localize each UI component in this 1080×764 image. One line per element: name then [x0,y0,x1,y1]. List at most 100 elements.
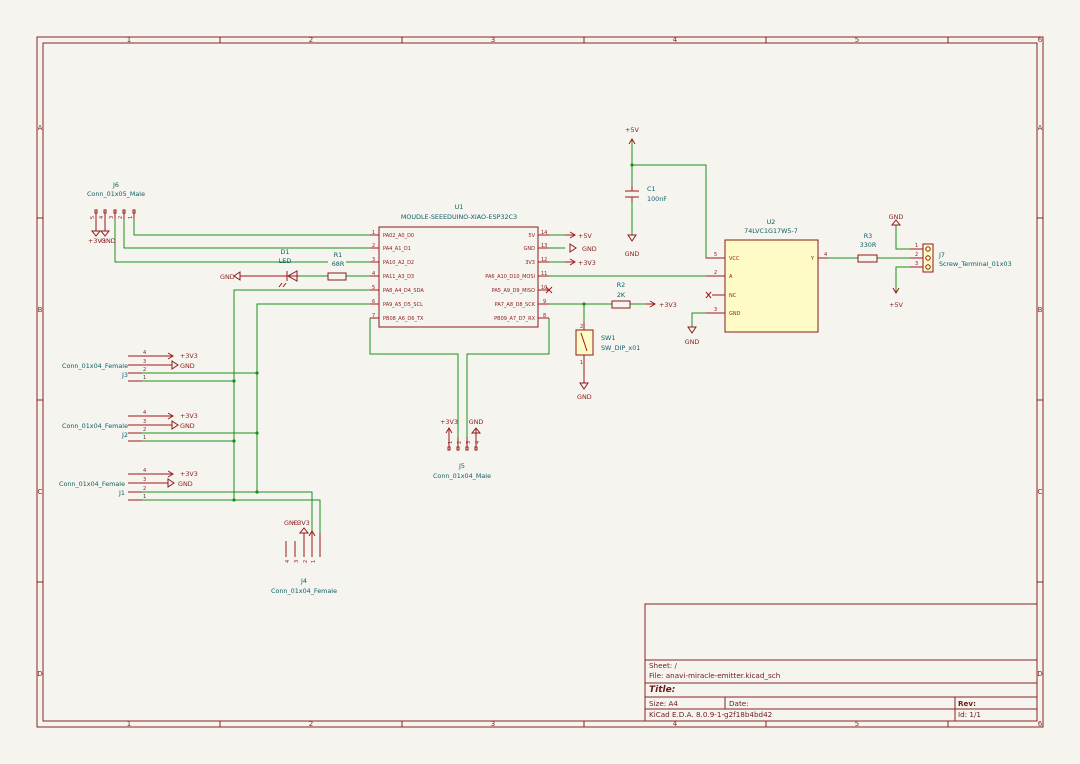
j3-pin-num: 3 [143,359,146,365]
row-label-left: C [38,488,43,496]
sw1-pin-num: 2 [580,324,583,330]
power-label: +3V3 [180,352,198,360]
u1-pin-num: 11 [541,271,547,277]
j6-pin-num: 5 [90,216,96,219]
power-label: GND [685,338,700,346]
u1-pin-num: 10 [541,285,547,291]
power-arrow-icon [167,412,174,420]
power-label: +3V3 [659,301,677,309]
j3-value: Conn_01x04_Female [62,362,128,370]
j2-pin-num: 4 [143,410,146,416]
row-label-right: D [1037,670,1042,678]
j7-pin-num: 3 [915,261,918,267]
u1-pin-num: 7 [372,313,375,319]
u1-value: MOUDLE-SEEEDUINO-XIAO-ESP32C3 [401,213,517,221]
u1-pin-name: PB09_A7_D7_RX [494,316,535,322]
u2-pin-name: A [729,274,733,280]
j6-value: Conn_01x05_Male [87,190,145,198]
power-label: +3V3 [180,470,198,478]
c1-value: 100nF [647,195,667,203]
u1-pin-name: PA7_A8_D8_SCK [495,302,536,308]
u2-value: 74LVC1G17W5-7 [744,227,798,235]
gnd-icon [90,229,102,237]
j6-connector-1x05-male[interactable]: 5 4 3 2 1 J6 Conn_01x05_Male [87,181,145,229]
u1-pin-name: PA02_A0_D0 [383,233,414,239]
r3-resistor[interactable]: R3 330R [857,232,878,263]
size-label: Size: A4 [649,699,678,708]
col-label-top: 1 [127,36,131,44]
power-label: +3V3 [180,412,198,420]
u2-pin-num: 4 [824,252,827,258]
u2-pin-name: Y [810,256,815,262]
power-arrow-icon [628,138,636,145]
u2-74lvc1g17[interactable]: U2 74LVC1G17W5-7 5 2 3 4 VCC A NC GND Y [705,218,828,333]
j5-value: Conn_01x04_Male [433,472,491,480]
u1-pin-num: 2 [372,243,375,249]
power-arrow-icon [892,287,900,294]
c1-capacitor[interactable]: C1 100nF [625,185,667,203]
r2-ref: R2 [617,281,626,289]
j1-connector-1x04-female[interactable]: 4 3 2 1 Conn_01x04_Female J1 [59,468,172,501]
u1-pin-name: PA10_A2_D2 [383,260,414,266]
d1-led[interactable]: D1 LED [240,248,299,288]
sw1-dip-switch[interactable]: 2 1 SW1 SW_DIP_x01 [575,322,640,383]
rev-label: Rev: [958,699,976,708]
file-label: File: anavi-miracle-emitter.kicad_sch [649,671,780,680]
j5-pin-num: 4 [475,441,481,444]
j3-pin-num: 2 [143,367,146,373]
j6-pin-num: 1 [128,216,134,219]
j2-connector-1x04-female[interactable]: 4 3 2 1 Conn_01x04_Female J2 [62,410,172,442]
row-label-left: D [37,670,42,678]
no-connect-mark [545,286,553,294]
col-label-top: 5 [855,36,859,44]
j6-pin-num: 4 [99,216,105,219]
u1-pin-num: 6 [372,299,375,305]
u1-xiao-esp32c3[interactable]: U1 MOUDLE-SEEEDUINO-XIAO-ESP32C3 1 2 3 4… [370,203,553,328]
u1-pin-name: PA6_A10_D10_MOSI [485,274,535,280]
u1-pin-name: PA11_A3_D3 [383,274,414,280]
gnd-icon [470,427,482,434]
power-arrow-icon [308,530,316,537]
u1-pin-name: GND [524,246,536,252]
row-label-left: B [38,306,43,314]
r2-value: 2K [617,291,626,299]
u1-pin-name: PA8_A4_D4_SDA [383,288,424,294]
j4-connector-1x04-female[interactable]: 4 3 2 1 J4 Conn_01x04_Female [271,533,337,595]
j2-value: Conn_01x04_Female [62,422,128,430]
j2-pin-num: 3 [143,419,146,425]
r3-ref: R3 [864,232,873,240]
u1-right-pins: 14 13 12 11 10 9 8 5V GND 3V3 PA6_A10_D1… [485,230,549,322]
j4-pin-num: 3 [294,560,300,563]
j6-pin-num: 3 [109,216,115,219]
r1-ref: R1 [334,251,343,259]
u1-pin-name: PB08_A6_D6_TX [383,316,424,322]
power-label: +3V3 [440,418,458,426]
j5-connector-1x04-male[interactable]: 1 2 3 4 J5 Conn_01x04_Male [433,429,491,480]
power-label: GND [178,480,193,488]
j2-ref: J2 [121,431,128,439]
u1-pin-name: 3V3 [525,260,535,266]
gnd-icon [167,478,175,488]
r1-resistor[interactable]: R1 68R [327,251,347,281]
gnd-icon [99,229,111,237]
j5-ref: J5 [458,462,465,470]
u1-pin-num: 13 [541,243,547,249]
sw1-value: SW_DIP_x01 [601,344,640,352]
r3-value: 330R [860,241,877,249]
j7-ref: J7 [938,251,945,259]
u1-pin-name: PA9_A5_D5_SCL [383,302,423,308]
u1-pin-num: 1 [372,230,375,236]
u2-pin-name: NC [729,293,737,299]
j3-ref: J3 [121,371,128,379]
power-label: GND [469,418,484,426]
u2-pin-num: 2 [714,270,717,276]
power-label: GND [577,393,592,401]
u2-pin-name: GND [729,311,741,317]
r2-resistor[interactable]: R2 2K [611,281,631,309]
j7-screw-terminal[interactable]: 1 2 3 J7 Screw_Terminal_01x03 [910,243,1012,273]
j3-connector-1x04-female[interactable]: 4 3 2 1 Conn_01x04_Female J3 [62,350,172,382]
title-block: Sheet: / File: anavi-miracle-emitter.kic… [644,603,1038,722]
power-label: GND [220,273,235,281]
power-arrow-icon [167,352,174,360]
